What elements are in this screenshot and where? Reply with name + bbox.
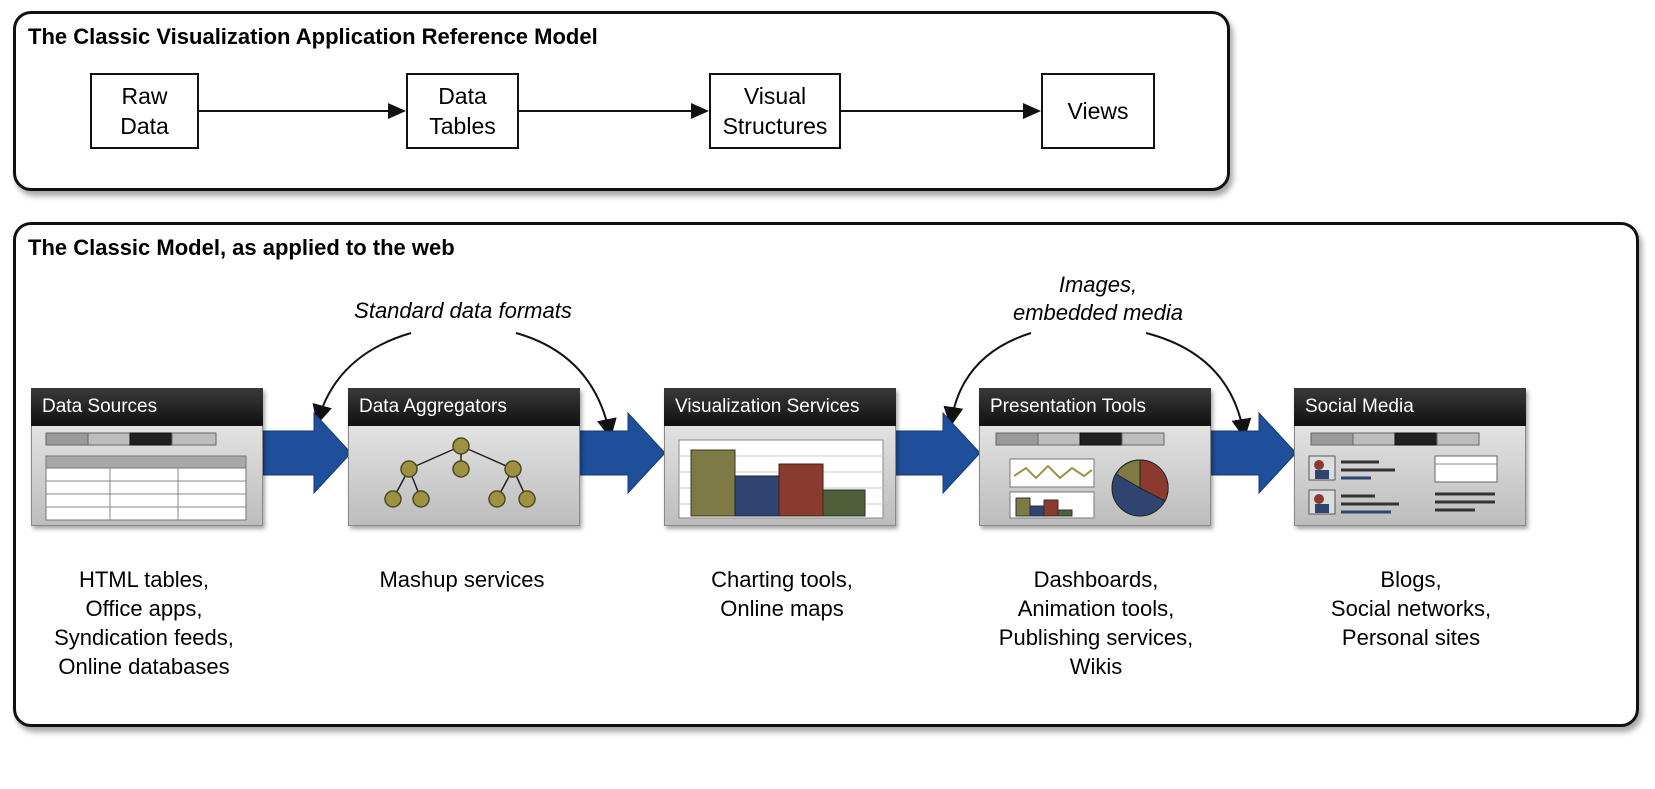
reference-model-panel: The Classic Visualization Application Re… [13, 11, 1230, 191]
caption-data-sources: HTML tables, Office apps, Syndication fe… [54, 565, 234, 681]
caption-social-media-line-1: Blogs, [1380, 567, 1442, 592]
annotation-arrows [262, 332, 1297, 495]
flow-arrowhead-3 [1023, 103, 1041, 119]
stage-card-data-sources: Data Sources [31, 388, 263, 526]
blue-arrow-4 [1209, 411, 1297, 495]
caption-social-media-line-3: Personal sites [1341, 625, 1481, 650]
social-feed-window-icon [1308, 432, 1498, 515]
flow-arrowhead-1 [388, 103, 406, 119]
step-views-line-1: Views [1067, 98, 1129, 124]
annotation-standard-formats-line-1: Standard data formats [354, 298, 572, 323]
flow-arrow-2 [519, 110, 692, 112]
caption-data-sources-line-4: Online databases [58, 654, 230, 679]
annotation-images-media-line-1: Images, [1058, 272, 1138, 297]
bar-chart-icon [678, 439, 884, 519]
blue-arrow-3 [894, 411, 981, 495]
stage-card-visualization-services: Visualization Services [664, 388, 896, 526]
caption-presentation-tools-line-1: Dashboards, [1033, 567, 1159, 592]
step-data-tables-line-2: Tables [429, 113, 496, 139]
step-raw-data-line-1: Raw [121, 83, 168, 109]
curve-arrow-to-presentation-left [943, 332, 1032, 427]
caption-presentation-tools-line-3: Publishing services, [998, 625, 1194, 650]
annotation-images-media-line-2: embedded media [1012, 300, 1184, 325]
table-window-icon [45, 432, 247, 521]
stage-card-social-media: Social Media [1294, 388, 1526, 526]
web-model-panel: The Classic Model, as applied to the web… [13, 222, 1639, 727]
stage-title-social-media: Social Media [1294, 388, 1526, 426]
caption-social-media-line-2: Social networks, [1330, 596, 1492, 621]
web-model-title: The Classic Model, as applied to the web [28, 235, 455, 260]
stage-title-data-aggregators: Data Aggregators [348, 388, 580, 426]
step-visual-structures-line-1: Visual [743, 83, 807, 109]
annotation-images-media: Images, embedded media [1013, 271, 1183, 327]
caption-visualization-services: Charting tools, Online maps [711, 565, 853, 623]
caption-social-media: Blogs, Social networks, Personal sites [1331, 565, 1491, 652]
flow-arrow-3 [841, 110, 1024, 112]
caption-data-sources-line-3: Syndication feeds, [54, 625, 234, 650]
flow-arrowhead-2 [691, 103, 709, 119]
curve-arrow-to-presentation-right [1145, 332, 1252, 439]
stage-title-data-sources: Data Sources [31, 388, 263, 426]
curve-arrow-to-aggregators-right [515, 332, 617, 439]
avatar-icon-2 [1308, 489, 1336, 515]
curve-arrow-to-aggregators-left [312, 332, 412, 425]
step-views: Views [1041, 73, 1155, 149]
blue-flow-arrows [262, 411, 1297, 495]
caption-data-aggregators-line-1: Mashup services [379, 567, 545, 592]
stage-title-visualization-services: Visualization Services [664, 388, 896, 426]
caption-data-aggregators: Mashup services [379, 565, 544, 594]
caption-presentation-tools-line-2: Animation tools, [1017, 596, 1175, 621]
caption-data-sources-line-2: Office apps, [85, 596, 203, 621]
avatar-icon [1308, 455, 1336, 481]
stage-card-presentation-tools: Presentation Tools [979, 388, 1211, 526]
blue-arrow-2 [578, 411, 666, 495]
caption-visualization-services-line-1: Charting tools, [711, 567, 853, 592]
caption-presentation-tools: Dashboards, Animation tools, Publishing … [999, 565, 1193, 681]
stage-title-presentation-tools: Presentation Tools [979, 388, 1211, 426]
tree-hierarchy-icon [384, 437, 536, 508]
annotation-standard-formats: Standard data formats [354, 297, 572, 325]
blue-arrow-1 [262, 411, 352, 495]
caption-presentation-tools-line-4: Wikis [1069, 654, 1123, 679]
flow-arrow-1 [199, 110, 389, 112]
step-raw-data-line-2: Data [120, 113, 169, 139]
caption-visualization-services-line-2: Online maps [720, 596, 844, 621]
dashboard-window-icon [995, 432, 1169, 519]
stage-card-data-aggregators: Data Aggregators [348, 388, 580, 526]
step-data-tables-line-1: Data [438, 83, 487, 109]
reference-model-title: The Classic Visualization Application Re… [28, 24, 598, 49]
step-visual-structures-line-2: Structures [722, 113, 828, 139]
caption-data-sources-line-1: HTML tables, [78, 567, 209, 592]
